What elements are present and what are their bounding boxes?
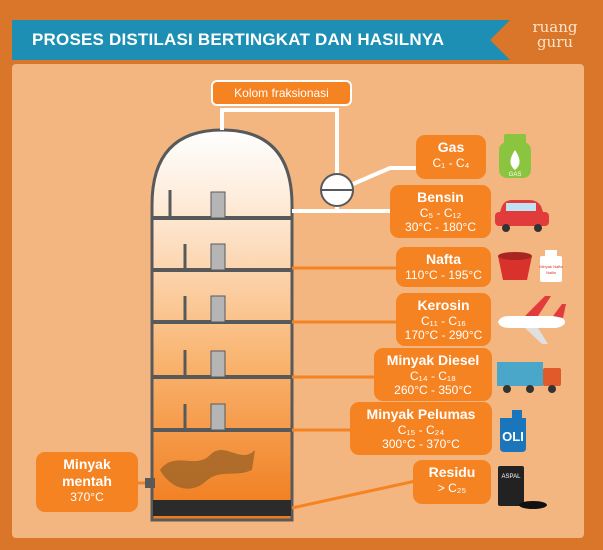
downcomers xyxy=(168,190,187,430)
truck-icon xyxy=(497,362,561,393)
crude-oil-swirl xyxy=(160,450,255,489)
fraction-minyak-pelumas: Minyak Pelumas C₁₅ - C₂₄ 300°C - 370°C xyxy=(350,402,492,455)
page-title: PROSES DISTILASI BERTINGKAT DAN HASILNYA xyxy=(32,30,445,49)
inlet-nozzle xyxy=(145,478,155,488)
airplane-icon xyxy=(498,296,566,344)
outlet-gas-bensin xyxy=(292,166,416,213)
oil-can-icon: OLI xyxy=(500,410,526,452)
fraction-minyak-diesel: Minyak Diesel C₁₄ - C₁₈ 260°C - 350°C xyxy=(374,348,492,401)
asphalt-drum-icon: ASPAL xyxy=(498,466,547,509)
residue-layer xyxy=(153,500,291,516)
fraction-kerosin: Kerosin C₁₁ - C₁₆ 170°C - 290°C xyxy=(396,293,491,346)
fraction-nafta: Nafta 110°C - 195°C xyxy=(396,247,491,287)
ruangguru-logo: ruang guru xyxy=(532,18,578,51)
gas-cylinder-icon: GAS xyxy=(499,134,531,178)
bucket-icon: Minyak Nafta Nafta xyxy=(498,250,563,282)
svg-text:Minyak Nafta: Minyak Nafta xyxy=(539,264,563,269)
svg-text:OLI: OLI xyxy=(502,429,524,444)
bubble-caps xyxy=(210,191,226,431)
fraction-gas: Gas C₁ - C₄ xyxy=(416,135,486,179)
svg-text:Nafta: Nafta xyxy=(546,270,556,275)
fraction-bensin: Bensin C₅ - C₁₂ 30°C - 180°C xyxy=(390,185,491,238)
svg-text:ASPAL: ASPAL xyxy=(502,474,522,480)
input-crude-oil: Minyak mentah 370°C xyxy=(36,452,138,512)
svg-text:GAS: GAS xyxy=(509,172,522,178)
fraction-residu: Residu > C₂₅ xyxy=(413,460,491,504)
title-banner: PROSES DISTILASI BERTINGKAT DAN HASILNYA xyxy=(12,20,510,60)
column-label: Kolom fraksionasi xyxy=(211,80,352,106)
car-icon xyxy=(495,200,549,232)
fractionating-column xyxy=(150,128,294,522)
